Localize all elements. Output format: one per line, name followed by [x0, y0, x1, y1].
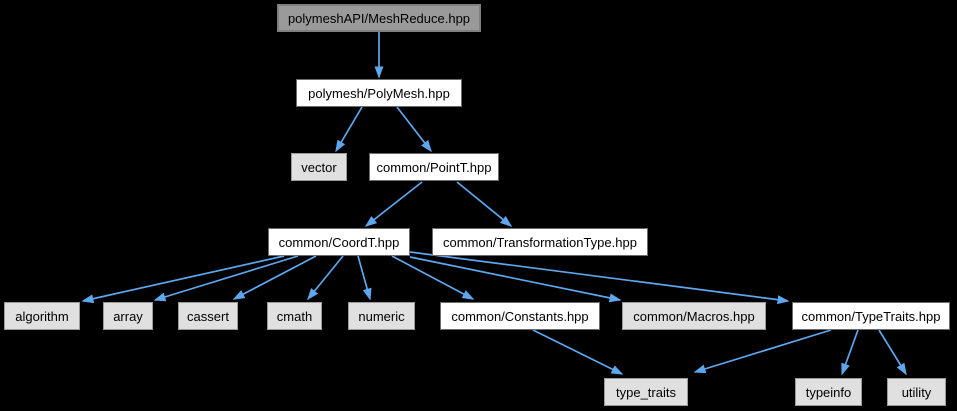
edge-coordt-to-array	[153, 255, 299, 302]
edge-polymesh-to-vector	[335, 106, 363, 153]
edge-typetraits-to-typeinfo	[841, 329, 859, 376]
node-label: common/TransformationType.hpp	[443, 234, 637, 250]
node-label: cmath	[276, 308, 313, 324]
node-label: cassert	[187, 308, 229, 324]
node-label: typeinfo	[805, 384, 852, 400]
edge-coordt-to-algorithm	[81, 255, 285, 304]
edge-coordt-to-constants	[391, 255, 475, 300]
node-constants[interactable]: common/Constants.hpp	[440, 302, 600, 330]
node-polymesh[interactable]: polymesh/PolyMesh.hpp	[296, 79, 462, 107]
node-typeinfo: typeinfo	[795, 378, 862, 406]
node-vector: vector	[291, 153, 347, 181]
edge-typetraits-to-type_traits	[693, 329, 832, 374]
edge-polymesh-to-pointt	[396, 106, 432, 153]
edge-pointt-to-transformationtype	[456, 181, 513, 227]
node-label: numeric	[358, 308, 405, 324]
node-label: common/Constants.hpp	[451, 308, 589, 324]
node-label: polymesh/PolyMesh.hpp	[308, 85, 450, 101]
edge-coordt-to-macros	[409, 256, 622, 303]
node-meshreduce: polymeshAPI/MeshReduce.hpp	[277, 4, 481, 32]
node-label: common/TypeTraits.hpp	[801, 308, 941, 324]
node-coordt[interactable]: common/CoordT.hpp	[268, 228, 410, 256]
node-cmath: cmath	[267, 302, 322, 330]
node-macros: common/Macros.hpp	[622, 302, 766, 330]
node-label: utility	[901, 384, 932, 400]
node-utility: utility	[887, 378, 946, 406]
edge-typetraits-to-utility	[878, 329, 907, 376]
node-array: array	[103, 302, 153, 330]
node-cassert: cassert	[178, 302, 238, 330]
edge-coordt-to-cassert	[232, 255, 317, 300]
node-label: polymeshAPI/MeshReduce.hpp	[287, 10, 471, 26]
edge-coordt-to-cmath	[307, 255, 344, 301]
node-label: type_traits	[616, 384, 676, 400]
edge-constants-to-type_traits	[532, 329, 624, 375]
node-type_traits: type_traits	[604, 378, 688, 406]
node-algorithm: algorithm	[4, 302, 80, 330]
edge-coordt-to-numeric	[357, 255, 372, 301]
node-typetraits[interactable]: common/TypeTraits.hpp	[792, 302, 950, 330]
node-label: vector	[301, 159, 337, 175]
node-label: common/PointT.hpp	[376, 159, 492, 175]
node-label: common/CoordT.hpp	[278, 234, 400, 250]
edge-coordt-to-typetraits	[409, 251, 790, 305]
node-label: common/Macros.hpp	[633, 308, 755, 324]
node-label: array	[113, 308, 143, 324]
node-pointt[interactable]: common/PointT.hpp	[369, 153, 499, 181]
node-transformationtype[interactable]: common/TransformationType.hpp	[432, 228, 648, 256]
node-label: algorithm	[15, 308, 69, 324]
edge-pointt-to-coordt	[364, 181, 423, 227]
node-numeric: numeric	[348, 302, 415, 330]
